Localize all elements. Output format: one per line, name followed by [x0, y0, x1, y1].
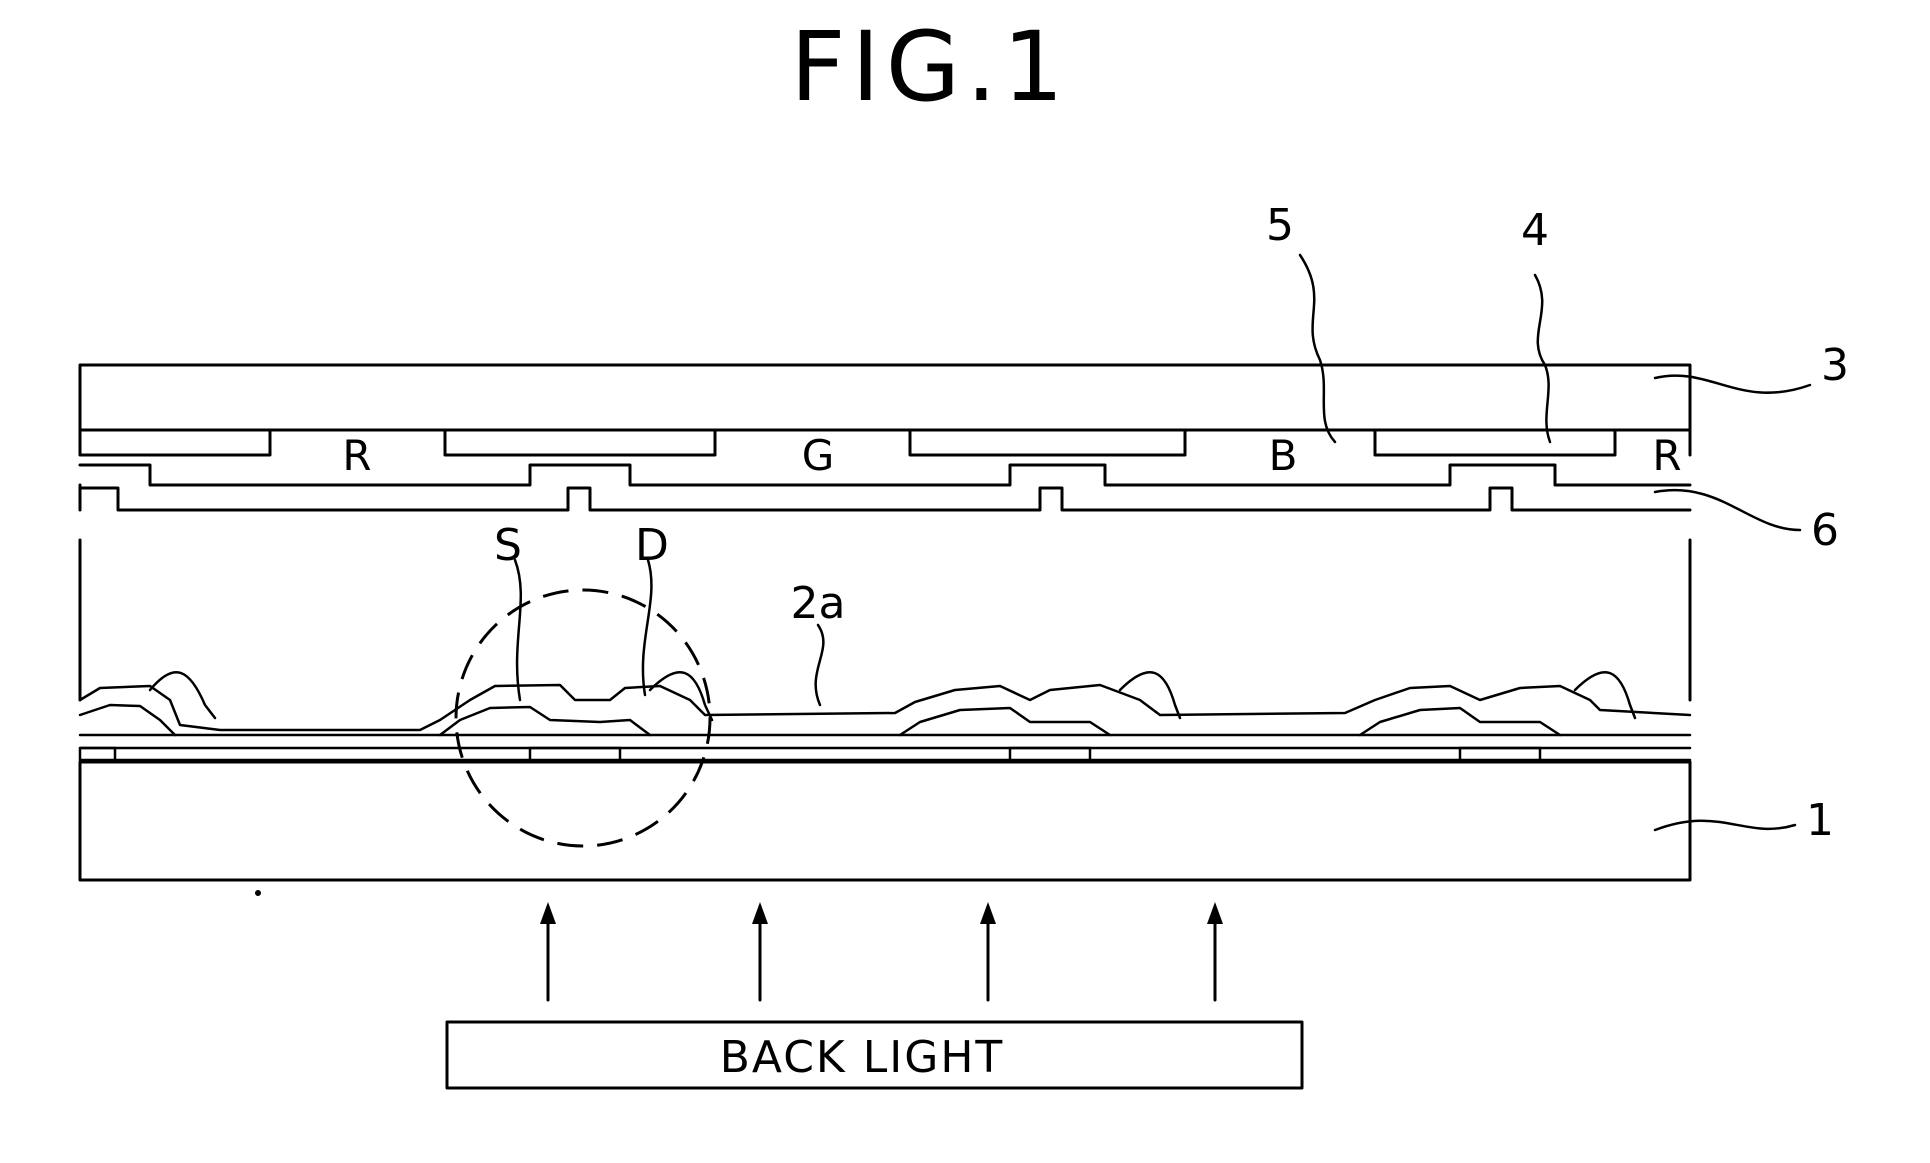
common-electrode — [80, 485, 1690, 510]
figure-title: FIG.1 — [790, 11, 1070, 123]
label-5: 5 — [1266, 200, 1294, 251]
upper-substrate — [80, 365, 1690, 430]
tft-highlight-circle — [456, 590, 710, 846]
label-4: 4 — [1521, 205, 1549, 256]
color-filter-label-g: G — [802, 431, 835, 480]
label-s: S — [494, 520, 522, 571]
leader-2a — [816, 625, 824, 705]
label-3: 3 — [1821, 340, 1849, 391]
light-arrows — [540, 902, 1223, 1000]
leader-s — [515, 560, 521, 700]
leader-3 — [1655, 376, 1810, 393]
stray-dot — [255, 890, 261, 896]
backlight-label: BACK LIGHT — [720, 1032, 1005, 1083]
label-6: 6 — [1811, 505, 1839, 556]
leader-1 — [1655, 821, 1795, 830]
leader-d — [643, 560, 652, 695]
lower-substrate — [80, 762, 1690, 880]
label-2a: 2a — [791, 578, 846, 629]
color-filter-label-b: B — [1269, 431, 1298, 480]
tft-array — [80, 672, 1690, 760]
label-1: 1 — [1806, 795, 1834, 846]
color-filter-label-r2: R — [1652, 431, 1681, 480]
leader-4 — [1535, 275, 1550, 442]
label-d: D — [635, 520, 669, 571]
color-filter-label-r1: R — [342, 431, 371, 480]
leader-5 — [1300, 255, 1335, 442]
color-filter-layer — [80, 430, 1690, 455]
black-matrix — [80, 465, 1690, 485]
